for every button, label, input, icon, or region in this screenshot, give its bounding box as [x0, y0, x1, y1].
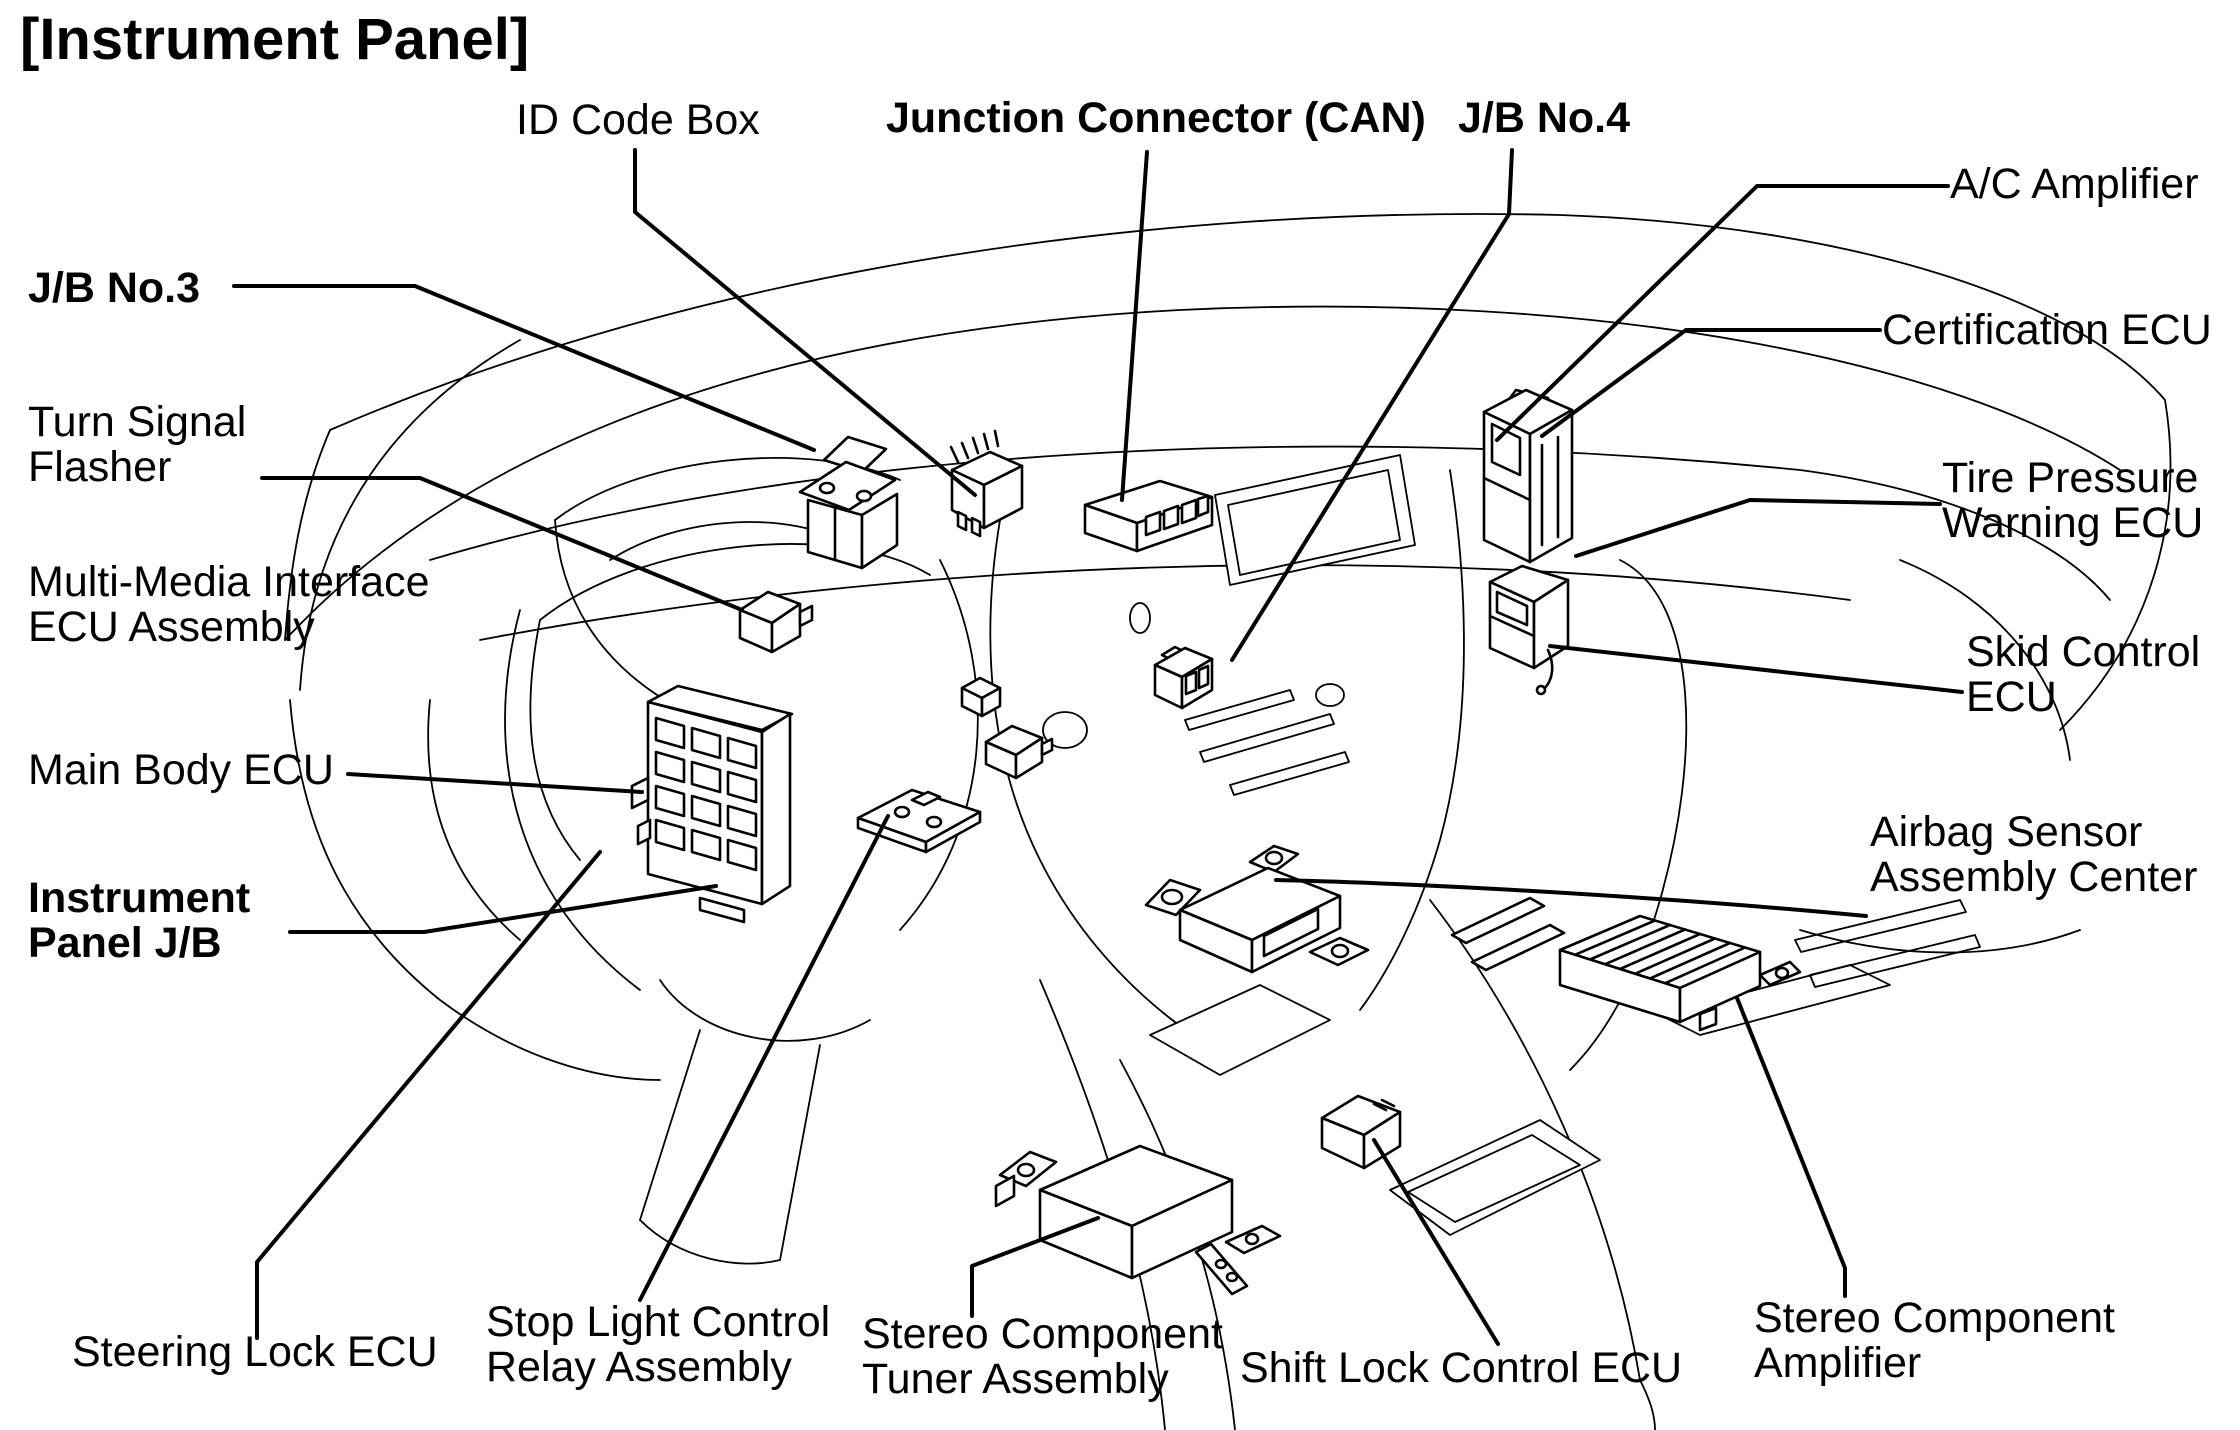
label-ac-amplifier: A/C Amplifier: [1950, 160, 2199, 208]
leader-stereo-component-amplifier: [1735, 996, 1847, 1298]
label-airbag-sensor-assembly-center: Airbag Sensor Assembly Center: [1870, 808, 2198, 902]
leader-ac-amplifier: [1495, 184, 1950, 442]
label-skid-control-ecu: Skid Control ECU: [1966, 628, 2201, 722]
page-title: [Instrument Panel]: [20, 7, 530, 72]
leader-turn-signal-flasher: [260, 476, 744, 612]
leader-tire-pressure-warning-ecu: [1574, 498, 1942, 558]
leader-certification-ecu: [1540, 328, 1882, 438]
stereo-component-tuner-component: [994, 1144, 1282, 1296]
jb-no4-component: [1153, 645, 1214, 710]
dashboard-artwork: [284, 213, 2172, 1430]
label-turn-signal-flasher: Turn Signal Flasher: [28, 398, 247, 492]
label-main-body-ecu: Main Body ECU: [28, 746, 334, 794]
stereo-component-amplifier-component: [1450, 896, 1802, 1032]
ac-amplifier-certification-ecu-component: [1482, 388, 1574, 564]
label-instrument-panel-jb: Instrument Panel J/B: [28, 874, 251, 968]
leader-main-body-ecu: [346, 772, 644, 794]
label-tire-pressure-warning-ecu: Tire Pressure Warning ECU: [1942, 454, 2204, 548]
leader-junction-connector-can: [1120, 150, 1149, 502]
leader-shift-lock-control-ecu: [1372, 1138, 1500, 1346]
leader-stop-light-control-relay: [638, 814, 890, 1302]
leader-stereo-component-tuner: [970, 1216, 1100, 1318]
label-stereo-component-tuner-assembly: Stereo Component Tuner Assembly: [862, 1310, 1223, 1404]
leader-jb-no3: [232, 284, 816, 452]
leader-skid-control-ecu: [1548, 644, 1964, 694]
label-certification-ecu: Certification ECU: [1882, 306, 2212, 354]
multi-media-interface-ecu-component: [984, 724, 1054, 780]
shift-lock-control-ecu-component: [1320, 1094, 1402, 1170]
label-jb-no3: J/B No.3: [28, 264, 201, 312]
label-shift-lock-control-ecu: Shift Lock Control ECU: [1240, 1344, 1683, 1392]
leader-jb-no4: [1230, 148, 1514, 662]
leader-steering-lock-ecu: [255, 850, 602, 1340]
stop-light-control-relay-component: [856, 788, 982, 854]
turn-signal-flasher-component: [738, 590, 814, 654]
airbag-sensor-assembly-component: [1144, 844, 1370, 974]
instrument-panel-jb-component: [630, 676, 1002, 924]
leader-instrument-panel-jb: [288, 884, 718, 934]
leader-id-code-box: [633, 148, 977, 497]
label-jb-no4: J/B No.4: [1458, 94, 1631, 142]
leader-airbag-sensor-assembly: [1274, 878, 1868, 918]
junction-connector-can-component: [1083, 479, 1214, 553]
label-steering-lock-ecu: Steering Lock ECU: [72, 1328, 438, 1376]
label-id-code-box: ID Code Box: [516, 96, 760, 144]
label-stereo-component-amplifier: Stereo Component Amplifier: [1754, 1294, 2115, 1388]
jb-no3-component: [798, 435, 899, 570]
label-stop-light-control-relay-assembly: Stop Light Control Relay Assembly: [486, 1298, 831, 1392]
tire-pressure-skid-control-ecu-component: [1488, 564, 1570, 696]
label-junction-connector-can: Junction Connector (CAN): [886, 94, 1426, 142]
label-multi-media-interface-ecu: Multi-Media Interface ECU Assembly: [28, 558, 430, 652]
